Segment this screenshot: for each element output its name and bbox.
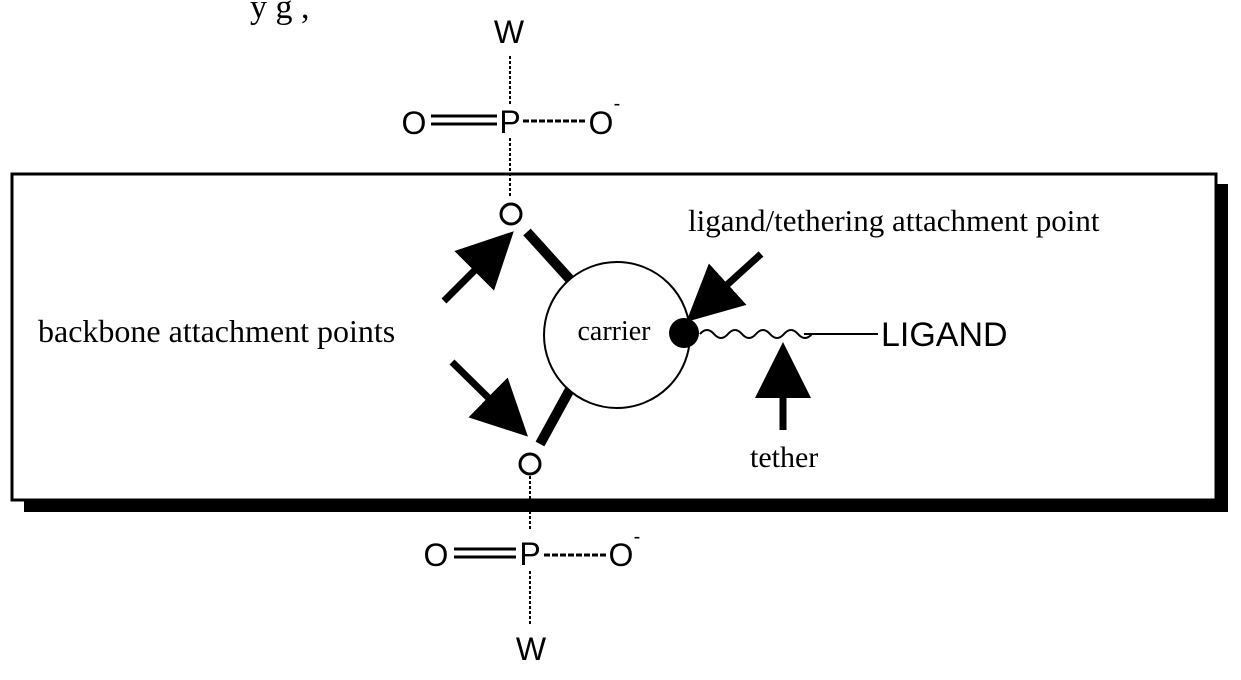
top-o-minus-label: O — [589, 105, 614, 141]
top-backbone-oxygen — [501, 204, 521, 224]
top-o-double-label: O — [402, 105, 427, 141]
bottom-o-double-label: O — [424, 537, 449, 573]
bottom-charge-label: - — [634, 526, 641, 548]
bottom-w-label: W — [516, 631, 547, 667]
carrier-label: carrier — [577, 316, 651, 347]
header-fragment: y g , — [250, 0, 310, 26]
bottom-backbone-oxygen — [520, 454, 540, 474]
tether-label: tether — [750, 441, 818, 474]
top-charge-label: - — [614, 93, 621, 115]
backbone-points-label: backbone attachment points — [38, 313, 395, 349]
ligand-label: LIGAND — [881, 316, 1008, 354]
ligand-attachment-dot — [669, 318, 699, 348]
top-w-label: W — [494, 14, 525, 50]
ligand-attachment-label: ligand/tethering attachment point — [688, 203, 1100, 238]
bottom-p-label: P — [519, 536, 540, 572]
bottom-o-minus-label: O — [609, 537, 634, 573]
top-p-label: P — [499, 104, 520, 140]
